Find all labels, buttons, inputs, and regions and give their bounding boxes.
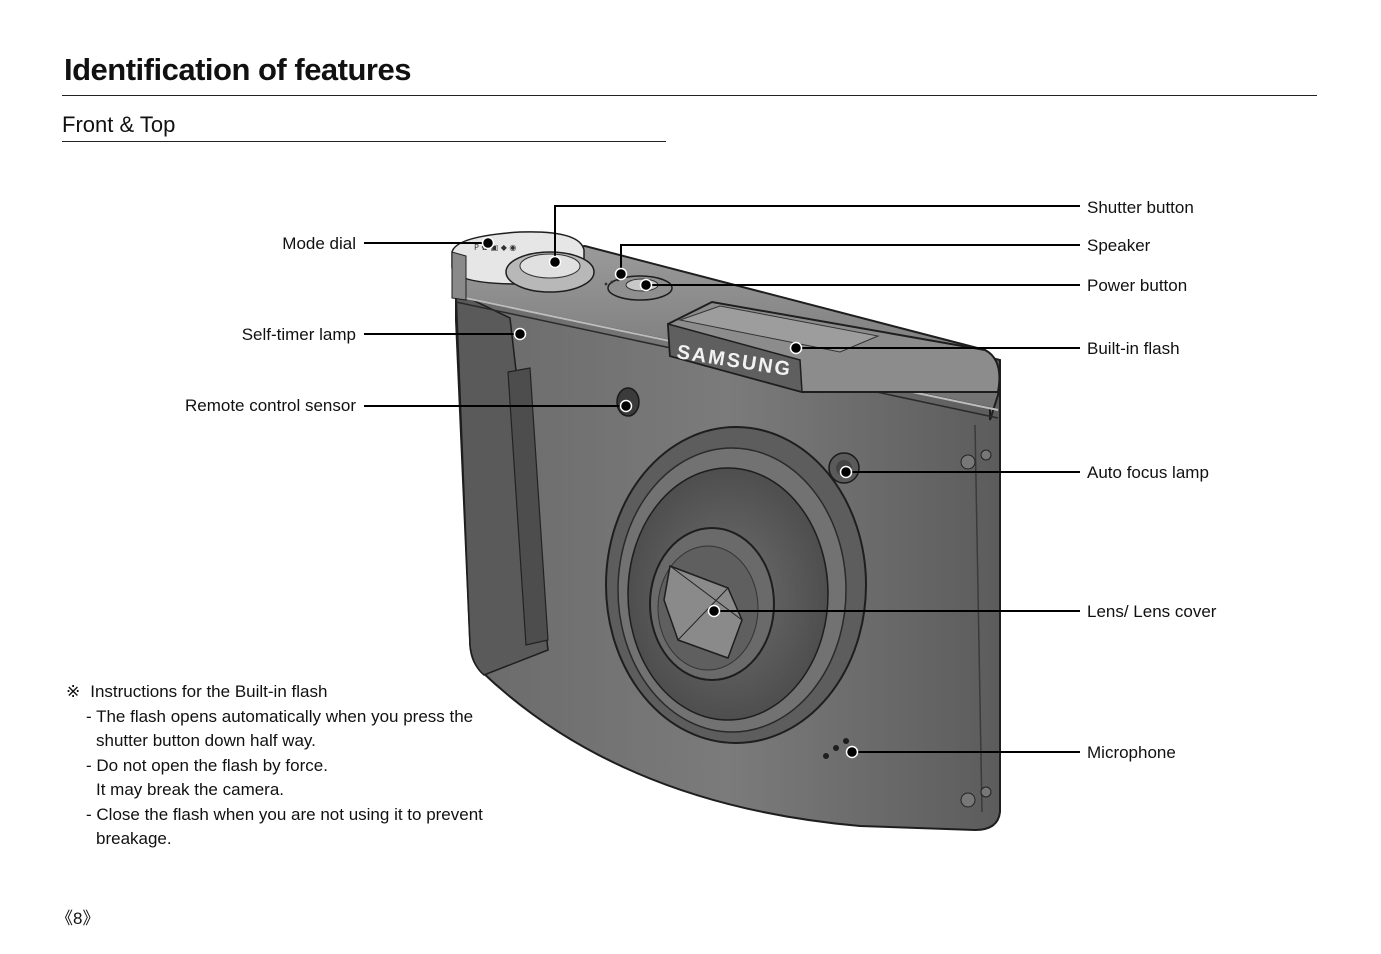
lens-graphic bbox=[605, 426, 867, 744]
note-line: breakage. bbox=[96, 829, 172, 848]
note-item: - The flash opens automatically when you… bbox=[86, 705, 483, 754]
page-number: 《8》 bbox=[56, 909, 100, 928]
note-line: - Do not open the flash by force. bbox=[86, 755, 328, 775]
callout-speaker: Speaker bbox=[1087, 236, 1151, 255]
leader-shutter bbox=[554, 205, 1080, 262]
note-marker-icon: ※ bbox=[66, 682, 81, 701]
svg-text:P ✿ ▣ ◆ ◉: P ✿ ▣ ◆ ◉ bbox=[474, 243, 516, 252]
note-line: shutter button down half way. bbox=[96, 731, 316, 750]
callout-built-in-flash: Built-in flash bbox=[1087, 339, 1180, 358]
callout-power-button: Power button bbox=[1087, 276, 1188, 295]
callout-self-timer-lamp: Self-timer lamp bbox=[241, 325, 356, 344]
callout-shutter-button: Shutter button bbox=[1087, 198, 1194, 217]
note-line: - The flash opens automatically when you… bbox=[86, 706, 474, 726]
section-title: Front & Top bbox=[62, 112, 176, 137]
leader-speaker bbox=[620, 244, 1080, 274]
callout-mode-dial: Mode dial bbox=[282, 234, 356, 253]
notes-heading: ※ Instructions for the Built-in flash bbox=[66, 680, 483, 705]
callout-remote-control-sensor: Remote control sensor bbox=[184, 396, 356, 415]
title-divider bbox=[62, 95, 1317, 96]
section-divider bbox=[62, 141, 666, 142]
flash-instructions: ※ Instructions for the Built-in flash - … bbox=[66, 680, 483, 852]
page-title: Identification of features bbox=[64, 52, 411, 87]
note-item: - Close the flash when you are not using… bbox=[86, 803, 483, 852]
note-item: - Do not open the flash by force. It may… bbox=[86, 754, 483, 803]
notes-heading-text: Instructions for the Built-in flash bbox=[90, 682, 328, 701]
camera-grip bbox=[507, 367, 549, 646]
note-line: - Close the flash when you are not using… bbox=[86, 804, 483, 824]
note-line: It may break the camera. bbox=[96, 780, 285, 799]
callout-auto-focus-lamp: Auto focus lamp bbox=[1087, 463, 1209, 482]
callout-microphone: Microphone bbox=[1087, 743, 1176, 762]
callout-lens-cover: Lens/ Lens cover bbox=[1087, 602, 1217, 621]
